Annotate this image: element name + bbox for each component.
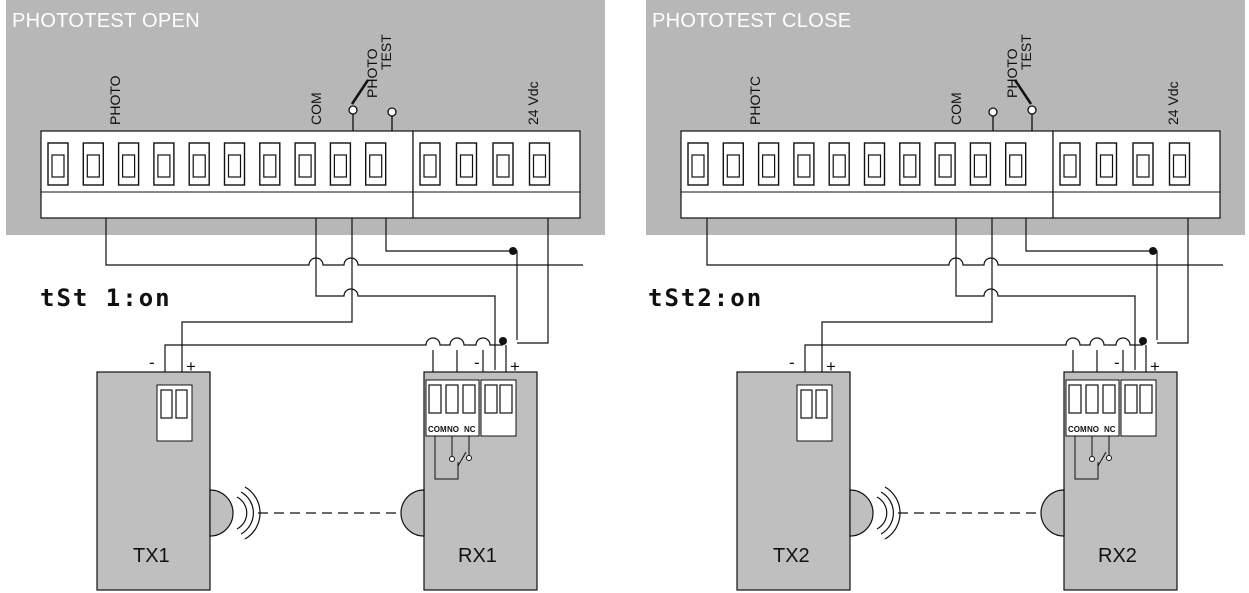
- terminal-screw: [47, 142, 69, 186]
- relay-nc-label: NC: [1104, 425, 1116, 434]
- power-label: 24 Vdc: [525, 81, 541, 125]
- terminal-screw: [492, 142, 514, 186]
- rx-plus-label: +: [1150, 357, 1160, 376]
- phototest-switch-icon: [988, 79, 1037, 131]
- rx-minus-label: -: [1114, 353, 1120, 372]
- relay-com-label: COM: [1068, 425, 1087, 434]
- signal-waves-icon: [236, 486, 261, 540]
- terminal-screw: [687, 142, 709, 186]
- tx-plus-label: +: [826, 357, 836, 376]
- phototest-status-display: tSt 1:on: [40, 284, 172, 312]
- com-terminal-label: COM: [308, 92, 324, 125]
- terminal-screw: [259, 142, 281, 186]
- phototest-label-2: TEST: [378, 34, 394, 70]
- photo-terminal-label: PHOTC: [747, 76, 763, 125]
- terminal-screw: [455, 142, 478, 186]
- terminal-screw: [1095, 142, 1118, 186]
- tx-plus-label: +: [186, 357, 196, 376]
- terminal-screw: [757, 142, 780, 186]
- junction-dot: [1149, 247, 1157, 255]
- terminal-screw: [1132, 142, 1154, 186]
- relay-no-label: NO: [1087, 425, 1099, 434]
- terminal-block-main: [40, 130, 414, 219]
- phototest-status-display: tSt2:on: [648, 284, 763, 312]
- junction-dot: [499, 337, 507, 345]
- terminal-screw: [294, 142, 316, 186]
- terminal-screw: [153, 142, 175, 186]
- signal-waves-icon: [876, 486, 901, 540]
- junction-dot: [509, 247, 517, 255]
- phototest-switch-icon: [348, 79, 397, 131]
- junction-dot: [1139, 337, 1147, 345]
- terminal-screw: [1059, 142, 1081, 186]
- rx-plus-label: +: [510, 357, 520, 376]
- terminal-screw: [82, 142, 105, 186]
- tx-photocell: TX2 - +: [736, 353, 901, 591]
- relay-com-label: COM: [428, 425, 447, 434]
- terminal-screw: [899, 142, 921, 186]
- rx-photocell: COM NO NC RX2 - +: [1040, 353, 1178, 591]
- wiring: [105, 218, 583, 372]
- terminal-screw: [223, 142, 246, 186]
- rx-photocell: COM NO NC RX1 - +: [400, 353, 538, 591]
- relay-no-label: NO: [447, 425, 459, 434]
- terminal-screw: [863, 142, 886, 186]
- terminal-screw: [419, 142, 441, 186]
- terminal-screw: [188, 142, 210, 186]
- terminal-screw: [722, 142, 745, 186]
- phototest-label-2: TEST: [1018, 34, 1034, 70]
- relay-contact-icon: [1074, 436, 1112, 480]
- tx-label: TX2: [773, 545, 810, 567]
- photo-terminal-label: PHOTO: [107, 75, 123, 125]
- terminal-screw: [969, 142, 992, 186]
- power-label: 24 Vdc: [1165, 81, 1181, 125]
- terminal-block-main: [680, 130, 1054, 219]
- terminal-screw: [828, 142, 850, 186]
- tx-photocell: TX1 - +: [96, 353, 261, 591]
- tx-label: TX1: [133, 545, 170, 567]
- relay-contact-icon: [434, 436, 472, 480]
- terminal-screw: [1005, 142, 1027, 186]
- rx-label: RX2: [1098, 545, 1137, 567]
- relay-nc-label: NC: [464, 425, 476, 434]
- terminal-screw: [117, 142, 140, 186]
- tx-minus-label: -: [149, 353, 155, 372]
- phototest-label-1: PHOTO: [1004, 48, 1020, 98]
- terminal-screw: [934, 142, 956, 186]
- com-terminal-label: COM: [948, 92, 964, 125]
- terminal-screw: [1168, 142, 1191, 186]
- tx-minus-label: -: [789, 353, 795, 372]
- terminal-screw: [528, 142, 551, 186]
- phototest-close-diagram: PHOTOTEST CLOSE PHOTC COM PHOTO TEST 24 …: [646, 0, 1245, 591]
- terminal-screw: [365, 142, 387, 186]
- phototest-label-1: PHOTO: [364, 48, 380, 98]
- rx-minus-label: -: [474, 353, 480, 372]
- rx-label: RX1: [458, 545, 497, 567]
- phototest-open-diagram: PHOTOTEST OPEN PHOTO COM PHOTO TEST 24 V…: [6, 0, 605, 591]
- wiring: [706, 218, 1223, 372]
- diagram-title: PHOTOTEST CLOSE: [652, 10, 851, 32]
- terminal-screw: [793, 142, 815, 186]
- terminal-screw: [329, 142, 352, 186]
- diagram-title: PHOTOTEST OPEN: [12, 10, 200, 32]
